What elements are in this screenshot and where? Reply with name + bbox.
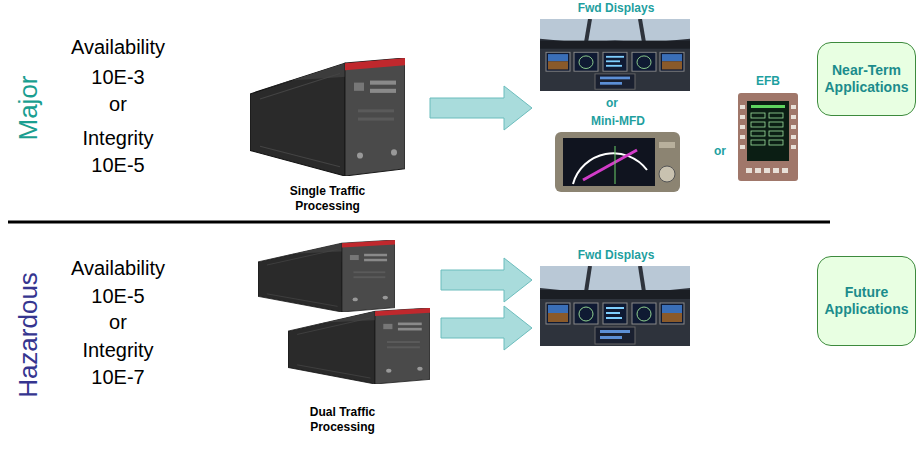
display-picture: Fwd Displays [538,1,694,93]
spec-text: Availability [71,257,165,279]
application-box: Future Applications [817,256,916,346]
block-arrow [441,258,532,302]
spec-text: Integrity [82,127,153,149]
spec-text: or [109,311,127,333]
alternative-word: or [606,97,618,110]
processor-unit: Single Traffic Processing [245,50,410,215]
application-box: Near-Term Applications [817,42,916,116]
display-picture: EFB [733,74,803,182]
spec-text: or [109,93,127,115]
spec-value: 10E-5 [91,154,144,176]
spec-text: Availability [71,36,165,58]
display-picture: Mini-MFD [553,114,683,194]
caption-text: Fwd Displays [578,1,655,15]
spec-text: Integrity [82,339,153,361]
spec-value: 10E-3 [91,66,144,88]
caption-text: Mini-MFD [591,114,645,128]
caption-text: EFB [756,74,780,88]
block-arrow [441,306,532,350]
box-text: Future Applications [822,284,911,318]
severity-heading: Hazardous [14,272,43,398]
display-picture: Fwd Displays [538,248,694,348]
caption-text: Dual Traffic Processing [293,405,393,434]
caption-text: Fwd Displays [578,248,655,262]
box-text: Near-Term Applications [822,62,911,96]
block-arrow [430,86,532,130]
caption-text: Single Traffic Processing [278,184,378,213]
processor-unit: Dual Traffic Processing [250,236,435,436]
spec-value: 10E-7 [91,366,144,388]
spec-value: 10E-5 [91,285,144,307]
alternative-word: or [714,145,726,158]
severity-heading: Major [14,75,43,140]
